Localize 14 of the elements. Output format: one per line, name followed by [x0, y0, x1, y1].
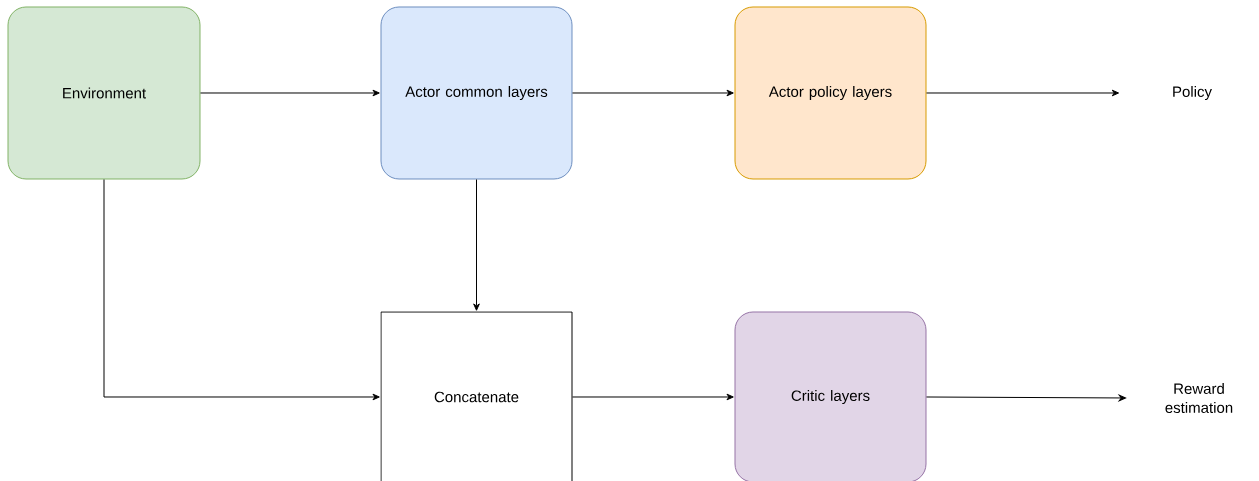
arrow	[572, 393, 734, 401]
output-label: Policy	[1173, 86, 1212, 100]
process-box: Environment	[7, 6, 201, 180]
arrow	[926, 394, 1127, 402]
output-label: Reward estimation	[1165, 383, 1233, 413]
process-box: Actor common layers	[380, 6, 573, 180]
arrow	[103, 179, 380, 401]
arrow	[926, 89, 1120, 97]
process-box: Concatenate	[380, 311, 573, 481]
arrow	[473, 179, 480, 311]
process-box: Critic layers	[734, 311, 927, 481]
process-box: Actor policy layers	[734, 6, 927, 180]
arrow	[200, 89, 380, 97]
arrow	[572, 89, 734, 97]
